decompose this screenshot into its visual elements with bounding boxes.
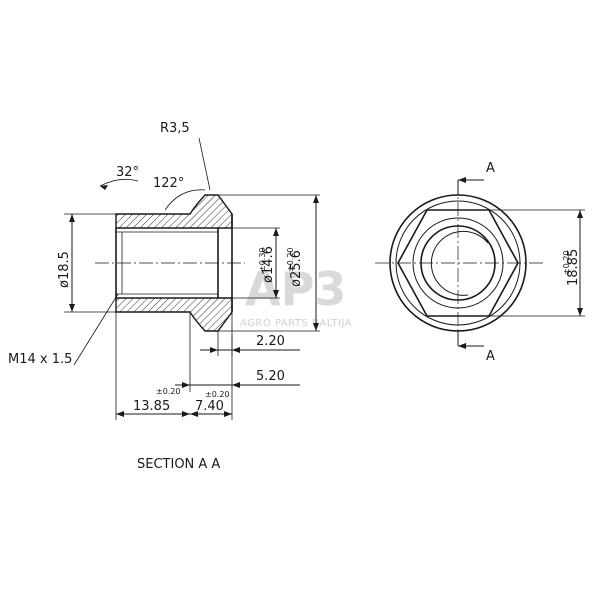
dim-220-arrows <box>210 347 240 353</box>
angle-outer-label: 32° <box>116 165 139 180</box>
section-mark-top: A <box>486 161 495 176</box>
across-flats-tol: ±0.20 <box>562 250 571 275</box>
section-wall-bottom <box>115 297 233 332</box>
angle-32-arc <box>99 178 139 187</box>
radius-label: R3,5 <box>160 121 190 136</box>
section-arrow-top-head <box>458 177 466 183</box>
angle-inner-label: 122° <box>153 176 184 191</box>
section-mark-bottom: A <box>486 349 495 364</box>
radius-leader <box>198 137 211 191</box>
thread-label: M14 x 1.5 <box>8 352 72 367</box>
end-view: A A 18.85 ±0.20 <box>375 161 585 364</box>
bore-circle <box>420 225 496 301</box>
watermark: AP3 AGRO PARTS BALTIJA <box>240 262 352 329</box>
watermark-logo: AP3 <box>245 262 346 316</box>
angle-32-arrow <box>100 185 108 190</box>
section-arrow-bottom-head <box>458 343 466 349</box>
len-flange-label: 2.20 <box>256 334 285 349</box>
len-total-label: 7.40 <box>195 399 224 414</box>
dia-outer-label: ø25.6 <box>289 250 304 287</box>
len-body-tol: ±0.20 <box>156 387 181 396</box>
hex-inscribed-circle <box>412 217 504 309</box>
dia-inner-label: ø14.6 <box>261 246 276 283</box>
across-flats-label: 18.85 <box>566 249 581 286</box>
watermark-tagline: AGRO PARTS BALTIJA <box>240 318 352 329</box>
outer-chamfer-circle <box>395 200 521 326</box>
section-view: R3,5 32° 122° ø18.5 M14 x 1.5 ø14.6 ±0.3… <box>8 121 320 472</box>
dia-bore-label: ø18.5 <box>57 251 72 288</box>
dim-14-arrows <box>273 228 279 298</box>
len-head-tol: ±0.20 <box>205 390 230 399</box>
len-body-label: 13.85 <box>133 399 170 414</box>
section-title: SECTION A A <box>137 457 220 472</box>
len-head-label: 5.20 <box>256 369 285 384</box>
dia-inner-tol: ±0.30 <box>258 247 267 272</box>
thread-leader <box>73 293 119 366</box>
angle-122-arc <box>164 189 206 211</box>
dia-outer-tol: ±0.20 <box>286 247 295 272</box>
thread-arc <box>430 230 489 296</box>
